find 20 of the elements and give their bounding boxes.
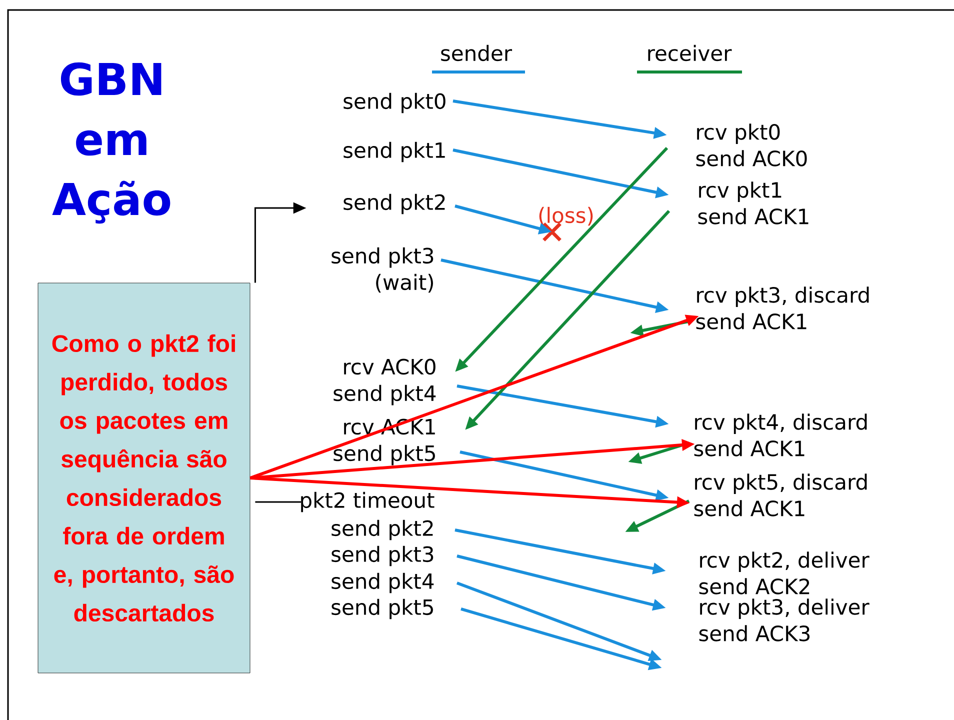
receiver-event-text: rcv pkt1 send ACK1 (698, 182, 808, 224)
sender-event-text: rcv ACK0 send pkt4 (334, 358, 436, 406)
loss-label: (loss) (539, 206, 593, 226)
sender-event-text: send pkt3 (332, 546, 434, 566)
callout-box: Como o pkt2 foi perdido, todos os pacotes em sequência são considerados fora de ordem e, portanto, são descartados (38, 282, 250, 674)
sender-event-text: send pkt3 (wait) (332, 247, 434, 293)
column-heading: sender (432, 44, 525, 74)
sender-event-text: send pkt2 (344, 194, 445, 214)
receiver-event-text: rcv pkt5, discard send ACK1 (694, 474, 867, 516)
sender-event-text: send pkt4 (332, 572, 434, 594)
sender-event-text: send pkt1 (344, 142, 445, 162)
receiver-event-text: rcv pkt3, deliver send ACK3 (699, 598, 870, 642)
receiver-event-text: rcv pkt4, discard send ACK1 (694, 414, 867, 456)
sender-event-text: pkt2 timeout (301, 492, 434, 512)
sender-event-text: send pkt2 (332, 520, 433, 540)
receiver-event-text: rcv pkt3, discard send ACK1 (696, 286, 869, 330)
title: GBN em Ação (52, 62, 170, 224)
sender-event-text: send pkt5 (332, 598, 433, 620)
column-heading: receiver (637, 44, 742, 74)
sender-event-text: send pkt0 (344, 92, 446, 114)
